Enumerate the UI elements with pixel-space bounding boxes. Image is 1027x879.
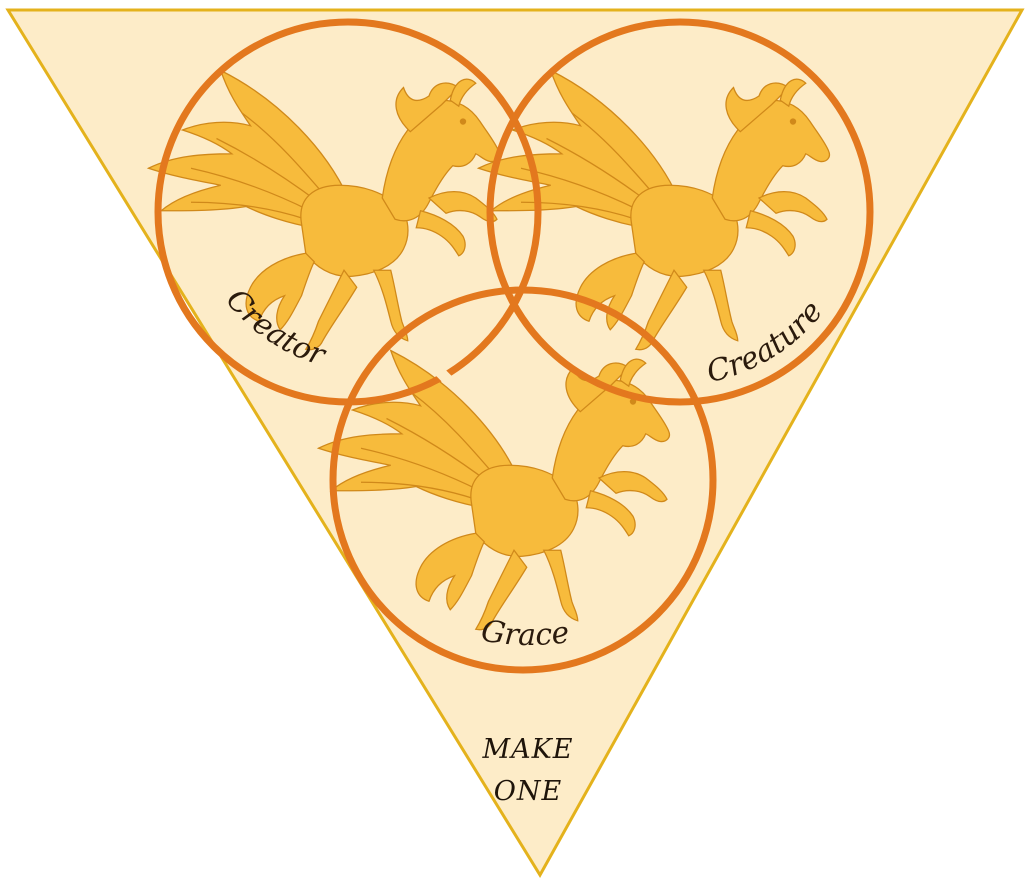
motto-line-1: MAKE (481, 734, 573, 765)
motto-line-2: ONE (494, 776, 562, 807)
grace-label: Grace (479, 614, 571, 653)
